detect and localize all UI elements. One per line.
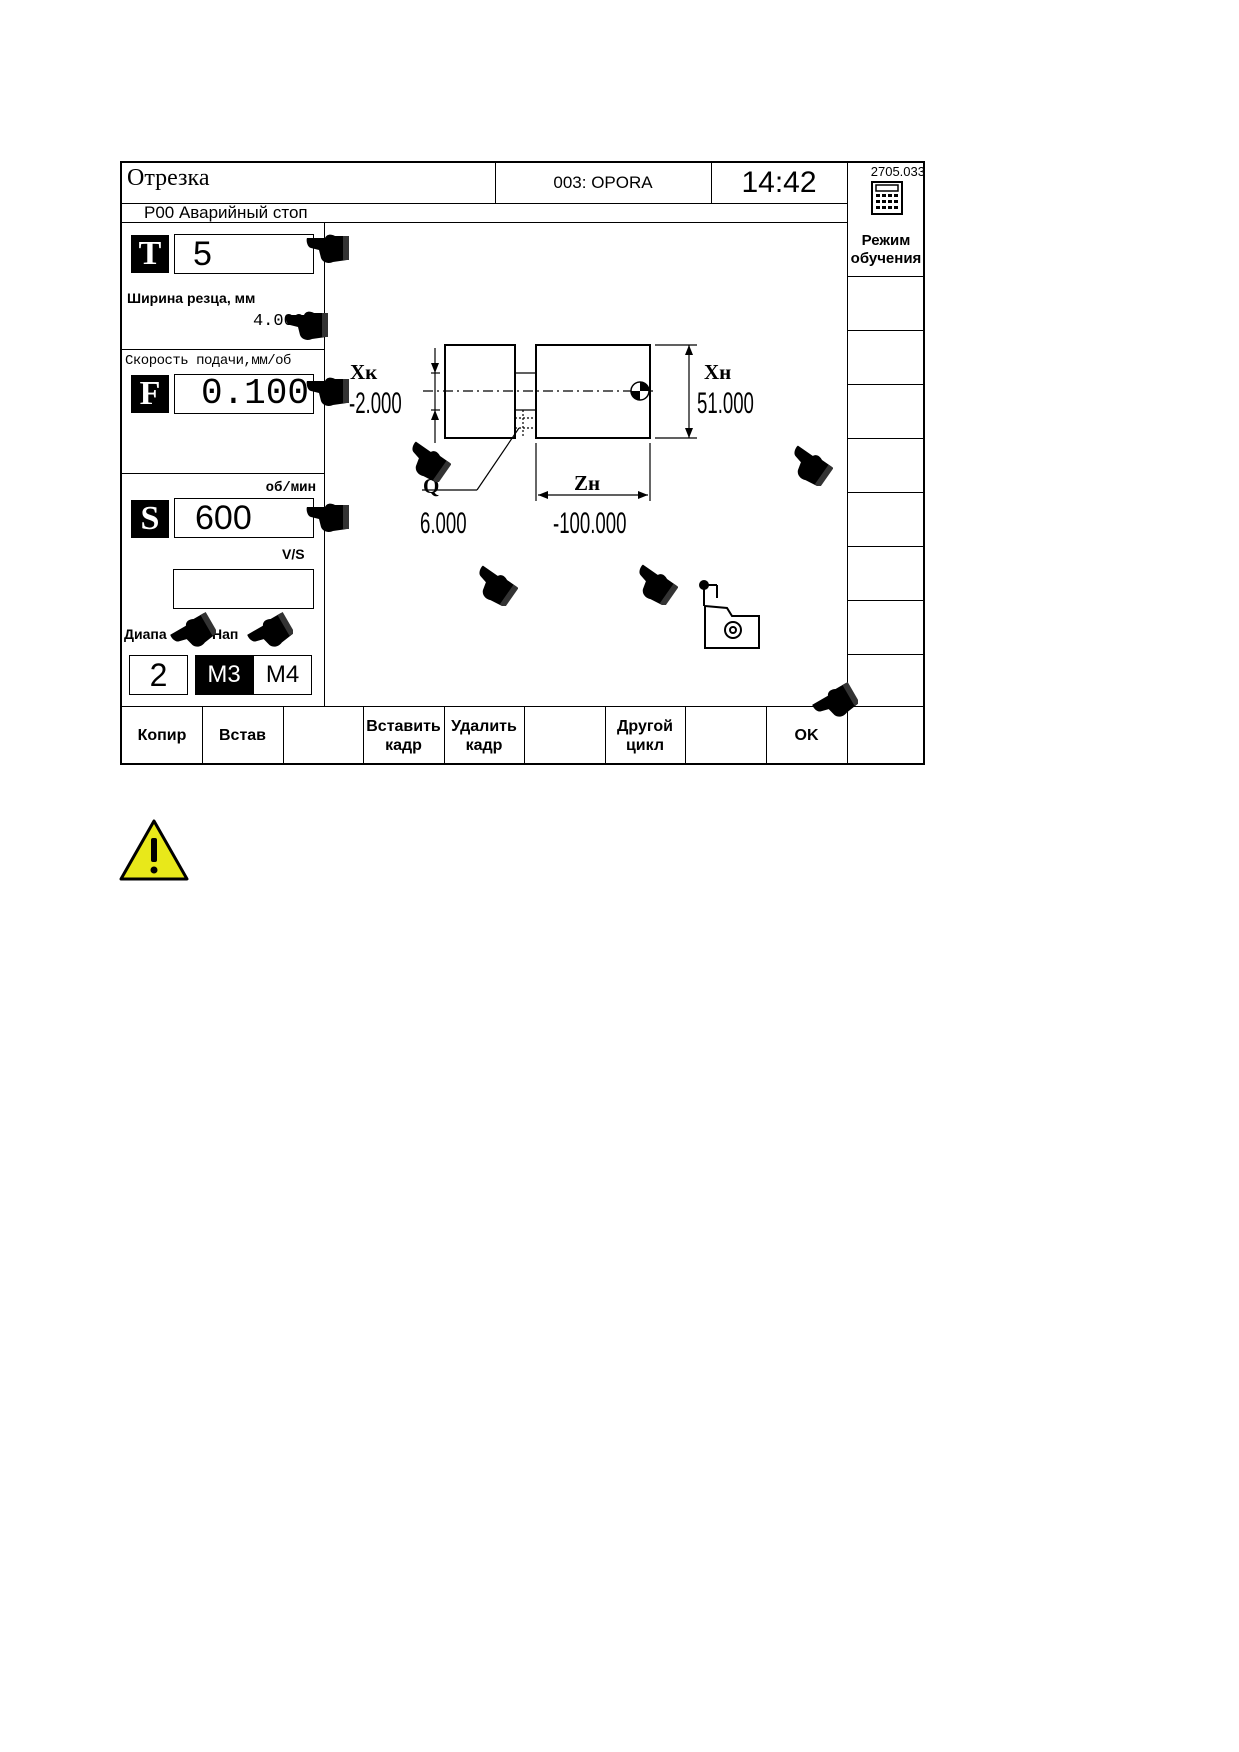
divider <box>847 546 925 547</box>
speed-unit: об/мин <box>265 480 316 496</box>
side-key-7[interactable] <box>847 546 925 600</box>
xk-label: Xк <box>350 360 378 384</box>
divider <box>122 349 324 350</box>
m3-button[interactable]: M3 <box>195 655 253 695</box>
softkey-10[interactable] <box>847 706 925 765</box>
version-number: 2705.033 <box>870 164 925 179</box>
softkey-8[interactable] <box>685 706 766 765</box>
pointing-hand-icon <box>639 564 678 605</box>
pointing-hand-icon <box>812 681 858 717</box>
pointing-hand-icon <box>794 445 833 486</box>
xn-label: Xн <box>704 360 732 384</box>
cycle-title: Отрезка <box>127 165 210 191</box>
softkey-6[interactable] <box>524 706 605 765</box>
clock: 14:42 <box>741 166 817 199</box>
pointing-hand-icon <box>170 611 216 647</box>
divider <box>122 203 847 204</box>
zn-label: Zн <box>574 471 601 495</box>
divider <box>847 438 925 439</box>
vs-label: V/S <box>282 546 305 562</box>
pointing-hand-icon <box>306 503 349 532</box>
teach-mode-key[interactable]: Режим обучения <box>850 231 922 267</box>
pointing-hand-icon <box>247 611 293 647</box>
divider <box>363 706 364 765</box>
divider <box>202 706 203 765</box>
divider <box>122 706 925 707</box>
program-name: 003: OPORA <box>553 173 653 192</box>
calculator-icon[interactable] <box>871 181 903 220</box>
divider <box>283 706 284 765</box>
delete-block-softkey[interactable]: Удалить кадр <box>451 717 517 754</box>
divider <box>711 163 712 203</box>
ok-softkey[interactable]: OK <box>794 727 819 744</box>
spindle-speed-field[interactable]: 600 <box>174 498 314 538</box>
divider <box>685 706 686 765</box>
range-field[interactable]: 2 <box>129 655 188 695</box>
zn-value[interactable]: -100.000 <box>553 507 627 540</box>
xn-value[interactable]: 51.000 <box>697 387 754 420</box>
softkey-3[interactable] <box>283 706 363 765</box>
divider <box>847 330 925 331</box>
pointing-hand-icon <box>412 441 451 482</box>
m4-button[interactable]: M4 <box>253 655 312 695</box>
status-line: P00 Аварийный стоп <box>144 203 308 222</box>
cnc-screen: Отрезка 003: OPORA 14:42 2705.033 P00 Ав… <box>120 161 925 765</box>
divider <box>847 163 848 763</box>
range-label: Диапа <box>124 626 167 642</box>
vs-field[interactable] <box>173 569 314 609</box>
side-key-4[interactable] <box>847 384 925 438</box>
feed-label: Скорость подачи,мм/об <box>125 353 291 369</box>
divider <box>847 654 925 655</box>
spindle-letter: S <box>131 500 169 538</box>
pointing-hand-icon <box>306 234 349 263</box>
side-key-2[interactable] <box>847 276 925 330</box>
paste-softkey[interactable]: Встав <box>218 727 267 744</box>
feed-letter: F <box>131 375 169 413</box>
divider <box>605 706 606 765</box>
divider <box>122 222 847 223</box>
other-cycle-softkey[interactable]: Другой цикл <box>617 717 673 754</box>
divider <box>495 163 496 203</box>
q-value[interactable]: 6.000 <box>420 507 467 540</box>
feed-field[interactable]: 0.100 <box>174 374 314 414</box>
cutoff-diagram <box>422 344 697 501</box>
pointing-hand-icon <box>306 377 349 406</box>
side-key-5[interactable] <box>847 438 925 492</box>
pointing-hand-icon <box>285 311 328 340</box>
cutting-tool-icon <box>699 580 760 649</box>
side-key-6[interactable] <box>847 492 925 546</box>
divider <box>847 600 925 601</box>
tool-letter: T <box>131 235 169 273</box>
side-key-8[interactable] <box>847 600 925 654</box>
side-key-3[interactable] <box>847 330 925 384</box>
pointing-hand-icon <box>479 565 518 606</box>
tool-number-field[interactable]: 5 <box>174 234 314 274</box>
xk-value[interactable]: -2.000 <box>349 387 402 420</box>
divider <box>324 222 325 706</box>
divider <box>766 706 767 765</box>
direction-label: Нап <box>212 626 239 642</box>
warning-icon <box>119 819 189 881</box>
divider <box>524 706 525 765</box>
divider <box>122 473 324 474</box>
insert-block-softkey[interactable]: Вставить кадр <box>366 717 441 754</box>
cutter-width-label: Ширина резца, мм <box>127 290 256 306</box>
divider <box>847 492 925 493</box>
divider <box>847 276 925 277</box>
divider <box>847 384 925 385</box>
divider <box>444 706 445 765</box>
copy-softkey[interactable]: Копир <box>137 727 187 744</box>
